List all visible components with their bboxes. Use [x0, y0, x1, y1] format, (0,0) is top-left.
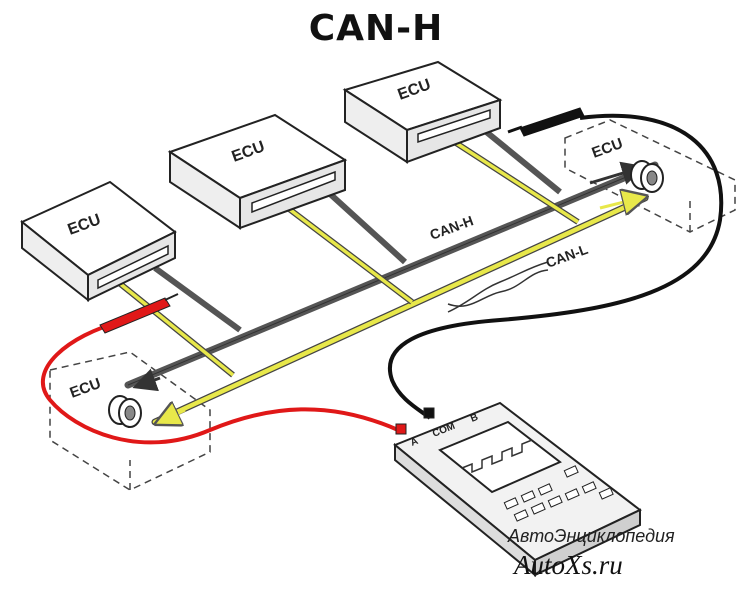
- meter-port-b: B: [469, 412, 480, 425]
- end-connector-left: ECU: [68, 375, 142, 428]
- watermark-site: AutoXs.ru: [514, 550, 623, 580]
- can-l-wire: [116, 127, 645, 422]
- waveform-trace: [461, 439, 533, 474]
- meter-red-jack: [395, 423, 407, 435]
- twisted-pair-icon: [447, 261, 549, 313]
- red-probe-lead: [41, 293, 399, 445]
- meter-black-jack: [423, 407, 435, 419]
- meter-screen: [438, 420, 562, 494]
- end-ecu-right-label: ECU: [590, 135, 626, 162]
- end-ecu-box-left: [49, 351, 211, 491]
- end-connector-right: ECU: [590, 135, 664, 193]
- ecu-box-3: ECU: [342, 60, 503, 164]
- ecu-box-2: ECU: [167, 113, 348, 230]
- oscilloscope-meter: A COM B: [393, 401, 642, 578]
- watermark-caption: АвтоЭнциклопедия: [508, 526, 675, 546]
- can-l-label: CAN-L: [544, 241, 591, 271]
- ecu-box-1: ECU: [20, 180, 177, 303]
- end-ecu-left-label: ECU: [68, 375, 104, 402]
- meter-buttons[interactable]: [503, 465, 614, 522]
- end-ecu-box-right: [564, 119, 736, 233]
- diagram-title: CAN-H: [308, 8, 444, 49]
- can-h-label: CAN-H: [428, 212, 476, 242]
- black-probe-lead: [388, 107, 724, 420]
- meter-port-a: A: [409, 436, 420, 449]
